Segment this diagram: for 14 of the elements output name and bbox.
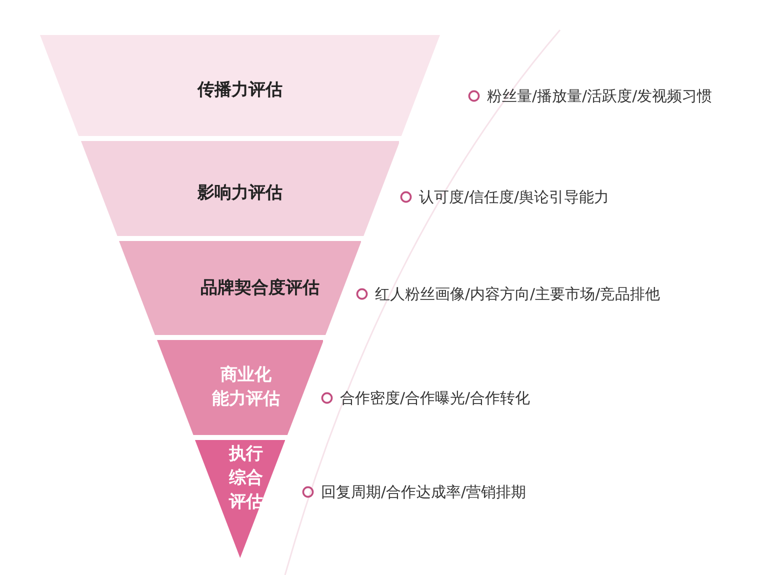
metric-list: 回复周期/合作达成率/营销排期	[321, 482, 526, 502]
metric-list: 合作密度/合作曝光/合作转化	[340, 388, 530, 408]
segment-title: 影响力评估	[197, 182, 282, 205]
segment-title: 传播力评估	[198, 79, 282, 102]
segment-title: 商业化能力评估	[212, 364, 280, 411]
segment-title: 品牌契合度评估	[200, 277, 320, 300]
metric-list: 红人粉丝画像/内容方向/主要市场/竞品排他	[375, 284, 660, 304]
funnel-segment	[118, 241, 362, 335]
funnel-segment	[80, 141, 400, 236]
funnel-segment	[194, 440, 286, 558]
metric-list: 认可度/信任度/舆论引导能力	[419, 187, 610, 207]
funnel-segment	[156, 340, 324, 435]
funnel-segment	[40, 35, 440, 136]
metric-list: 粉丝量/播放量/活跃度/发视频习惯	[487, 86, 712, 106]
